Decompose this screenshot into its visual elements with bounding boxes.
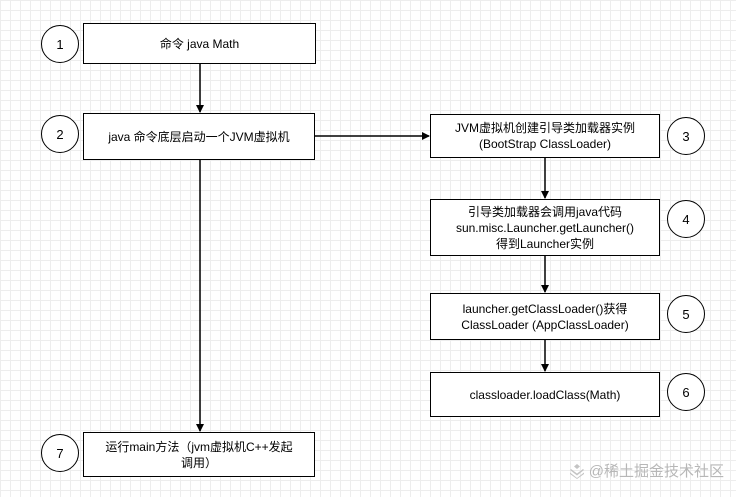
juejin-logo-icon [569, 463, 584, 479]
step-text: 命令 java Math [159, 36, 240, 51]
step-box-5: launcher.getClassLoader()获得 ClassLoader … [430, 293, 660, 340]
step-box-6: classloader.loadClass(Math) [430, 372, 660, 417]
step-text: launcher.getClassLoader()获得 ClassLoader … [461, 301, 629, 332]
step-number-5: 5 [667, 295, 705, 333]
step-text: 运行main方法（jvm虚拟机C++发起 调用） [105, 439, 293, 470]
step-box-7: 运行main方法（jvm虚拟机C++发起 调用） [83, 432, 315, 477]
step-number-6: 6 [667, 373, 705, 411]
step-text: 引导类加载器会调用java代码 sun.misc.Launcher.getLau… [455, 204, 635, 251]
watermark-text: @稀土掘金技术社区 [588, 463, 724, 480]
step-box-4: 引导类加载器会调用java代码 sun.misc.Launcher.getLau… [430, 199, 660, 256]
step-number-label: 2 [56, 126, 64, 142]
step-number-2: 2 [41, 115, 79, 153]
step-number-label: 5 [682, 306, 690, 322]
step-number-7: 7 [41, 434, 79, 472]
step-number-label: 4 [682, 211, 690, 227]
step-text: java 命令底层启动一个JVM虚拟机 [108, 129, 290, 144]
step-number-label: 3 [682, 128, 690, 144]
step-number-4: 4 [667, 200, 705, 238]
step-number-label: 1 [56, 36, 64, 52]
step-number-1: 1 [41, 25, 79, 63]
watermark: @稀土掘金技术社区 [569, 460, 724, 481]
step-box-2: java 命令底层启动一个JVM虚拟机 [83, 113, 315, 160]
step-text: classloader.loadClass(Math) [469, 387, 621, 402]
step-text: JVM虚拟机创建引导类加载器实例 (BootStrap ClassLoader) [454, 121, 635, 151]
step-box-3: JVM虚拟机创建引导类加载器实例 (BootStrap ClassLoader) [430, 114, 660, 158]
step-box-1: 命令 java Math [83, 23, 316, 64]
step-number-3: 3 [667, 117, 705, 155]
step-number-label: 7 [56, 445, 64, 461]
step-number-label: 6 [682, 384, 690, 400]
